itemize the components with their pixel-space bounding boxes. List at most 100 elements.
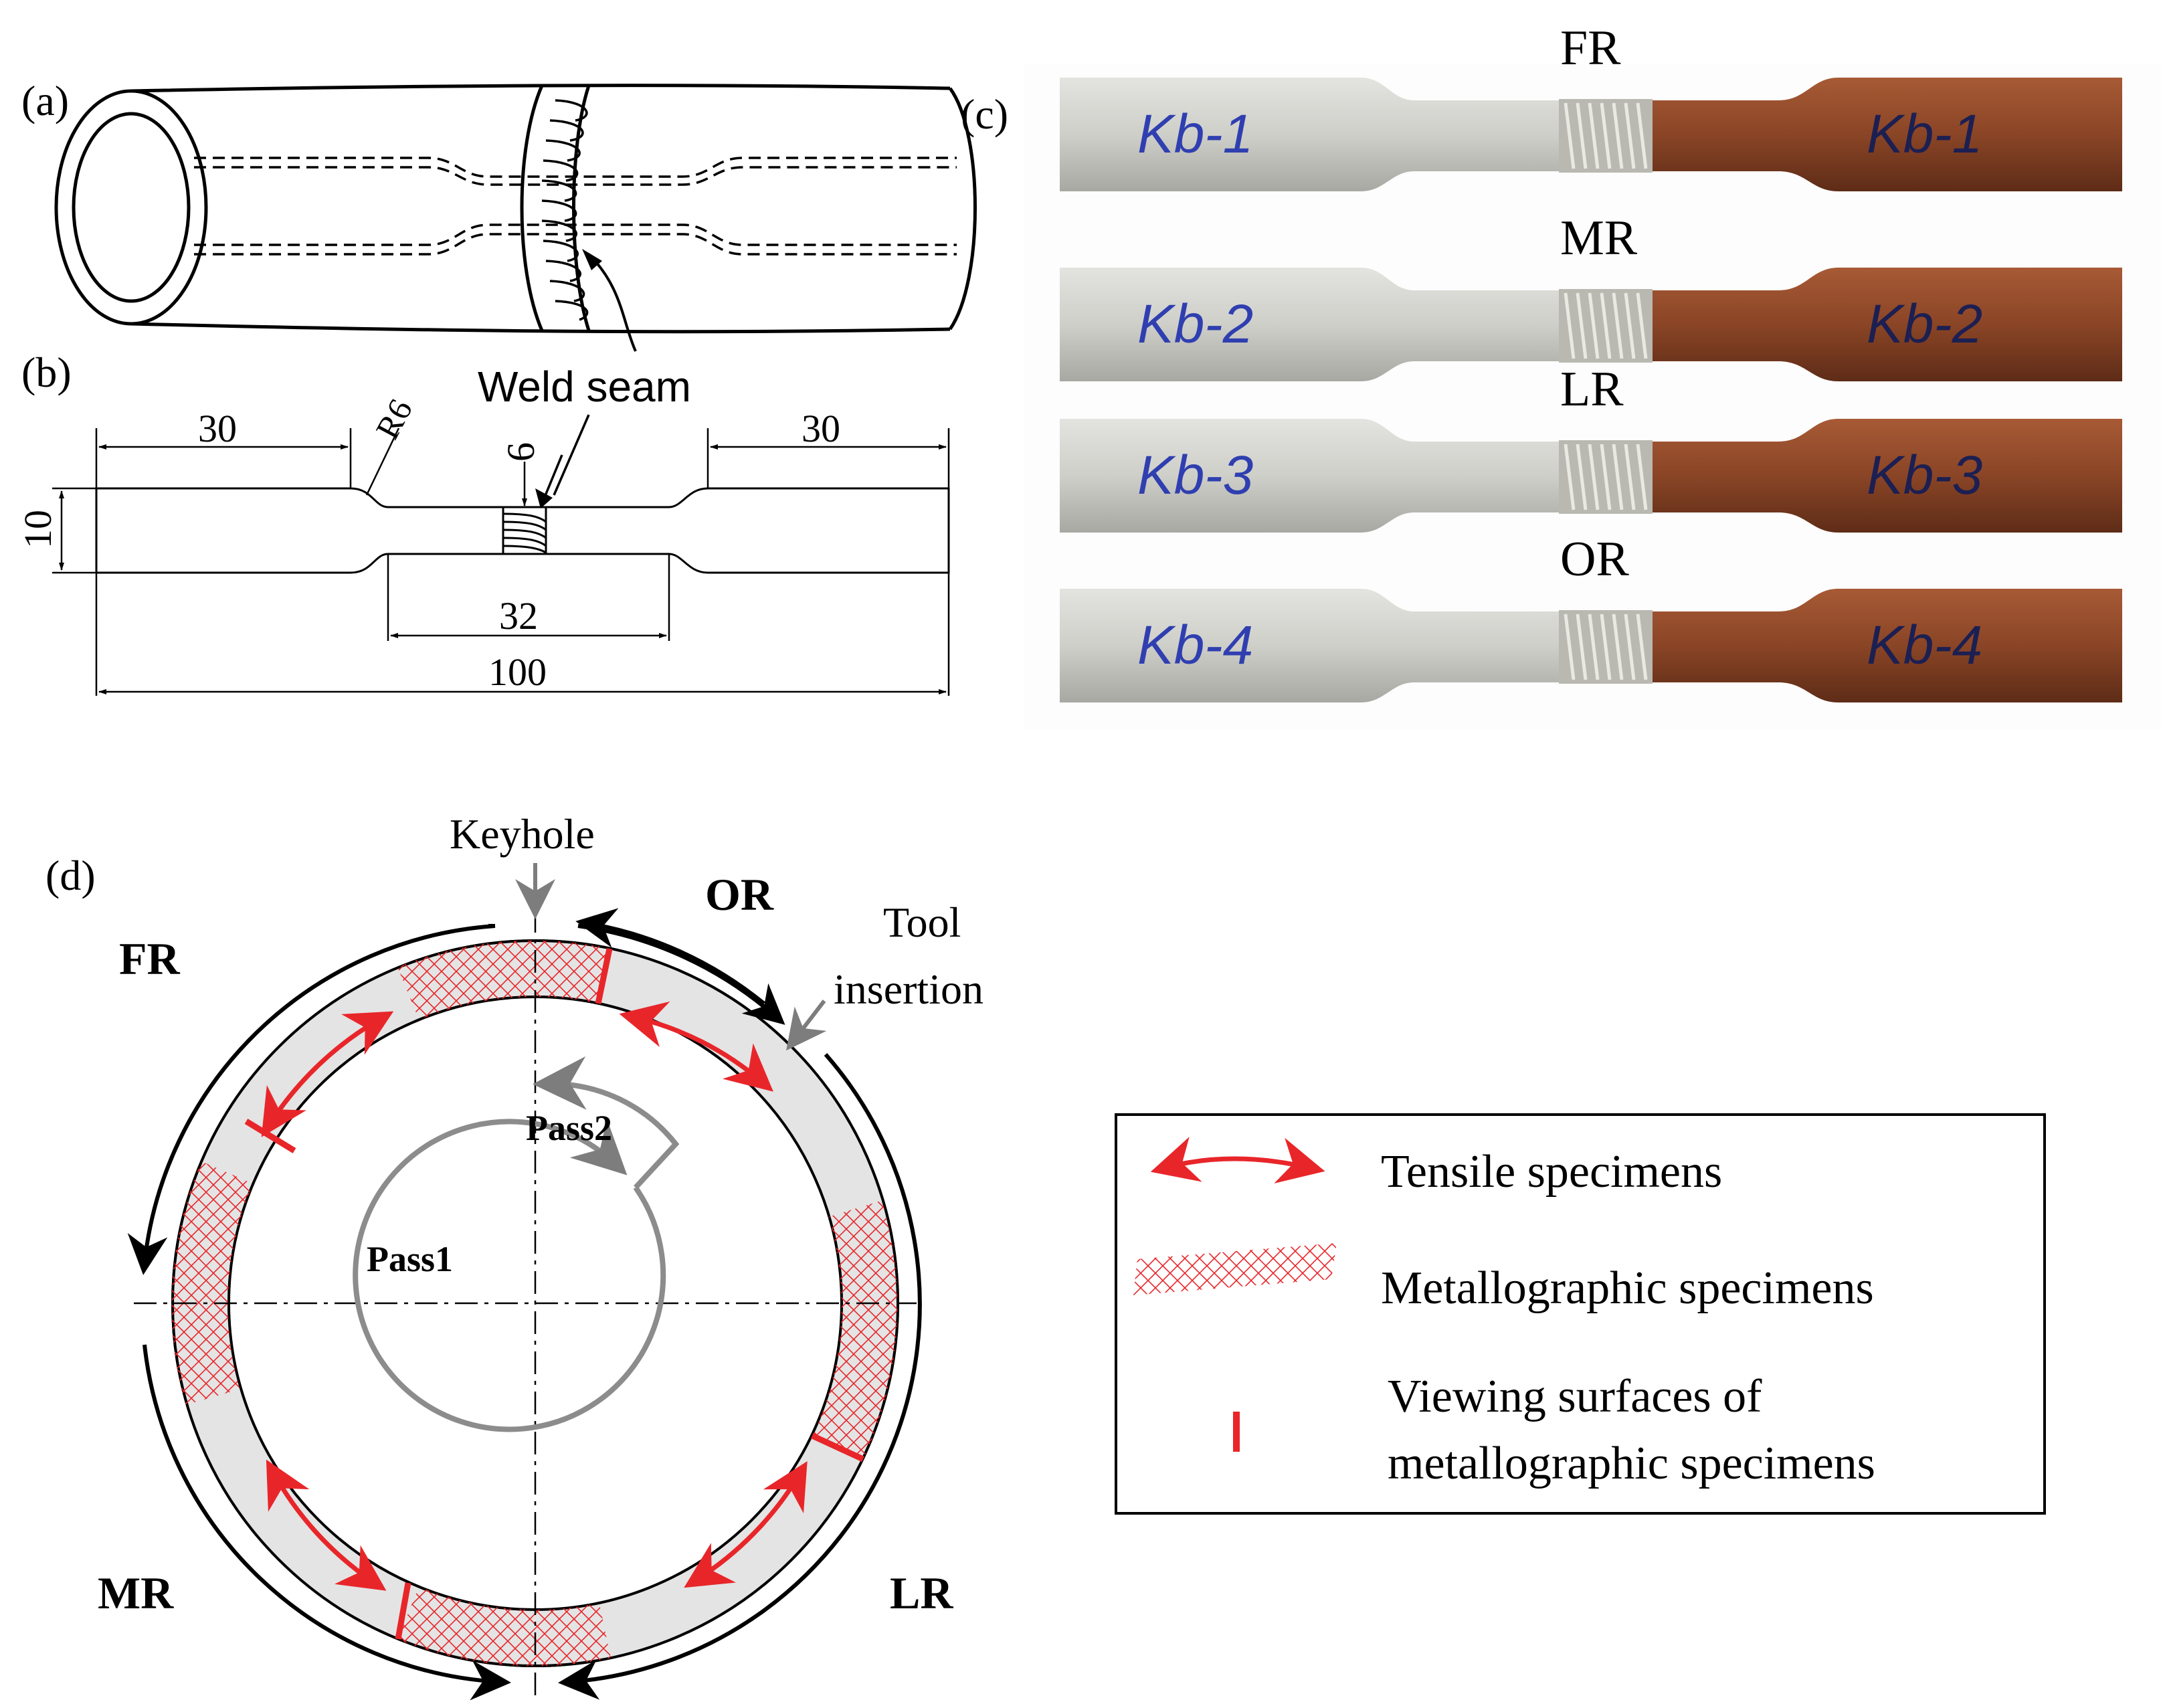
tube-bottom-edge (130, 322, 951, 334)
panel-b: (b) Weld seam (16, 349, 950, 696)
dim-total-100: 100 (488, 650, 547, 694)
or-arrow-left (575, 908, 765, 1006)
panel-d-text: Keyhole Tool insertion Pass2 Pass1 FR OR… (98, 810, 983, 1618)
weld-seam-band (520, 85, 591, 331)
panel-a: (a) (21, 77, 977, 352)
aluminum-half (1060, 78, 1559, 191)
viewing-mark-right (811, 1432, 864, 1462)
region-label-mr: MR (98, 1568, 174, 1618)
weld-ripple (1636, 613, 1648, 680)
specimen-region-label: OR (1560, 532, 1629, 587)
pass2-path (533, 1056, 680, 1190)
gray-pointers (515, 863, 827, 1051)
weld-passes (353, 1056, 680, 1432)
aluminum-half (1060, 589, 1559, 702)
hatch-region-right (812, 1200, 898, 1460)
tube-end-inner (72, 112, 191, 303)
weld-seam-pointer (553, 414, 590, 496)
tool-label-line1: Tool (883, 898, 961, 946)
tube-end-outer (54, 89, 208, 326)
weld-ripple (1636, 444, 1648, 510)
specimen-region-label: LR (1560, 362, 1624, 417)
panel-a-label: (a) (21, 77, 69, 124)
weld-ripple (1636, 292, 1648, 359)
legend-tensile-icon (1150, 1137, 1325, 1183)
legend-viewing-label-line2: metallographic specimens (1388, 1438, 1875, 1489)
dim-seam-6: 6 (499, 442, 543, 462)
weld-ripple (1564, 613, 1576, 680)
tensile-arrow-bottom-right (684, 1460, 808, 1588)
specimen-row: LR Kb-3 Kb-3 (1060, 362, 2122, 533)
pass1-label: Pass1 (367, 1239, 453, 1279)
metallographic-regions (171, 940, 898, 1667)
weld-ripple (1576, 444, 1588, 510)
weld-ripple (1576, 613, 1588, 680)
fr-arrow (127, 924, 496, 1275)
weld-ripple (1564, 444, 1576, 510)
panel-c-label: (c) (961, 90, 1008, 138)
tool-label-line2: insertion (834, 965, 983, 1013)
weld-ripple (1576, 102, 1588, 169)
handwritten-mark-cu: Kb-3 (1867, 445, 1982, 506)
aluminum-half (1060, 419, 1559, 533)
handwritten-mark-al: Kb-4 (1137, 615, 1253, 676)
tensile-arrow-bottom-left (266, 1459, 387, 1591)
tube-top-edge (130, 84, 951, 93)
panel-d: (d) (45, 810, 983, 1701)
dim-radius-r6: R6 (368, 393, 419, 445)
pass1-path (353, 1119, 666, 1432)
tensile-arrows (261, 1001, 808, 1591)
legend-metallographic-label: Metallographic specimens (1381, 1262, 1874, 1314)
dim-left-30: 30 (198, 407, 237, 450)
region-arrows (127, 908, 922, 1701)
copper-half (1653, 589, 2122, 702)
handwritten-mark-al: Kb-2 (1137, 294, 1253, 355)
tensile-arrow-top-left (261, 1011, 394, 1137)
tensile-arrow-top-right (619, 1001, 773, 1092)
hatch-region-bottom (397, 1586, 611, 1667)
weld-ripple (1624, 102, 1636, 169)
region-label-or: OR (705, 869, 774, 920)
weld-ripple (1612, 444, 1624, 510)
weld-ripple (1636, 102, 1648, 169)
dim-height-10: 10 (16, 510, 60, 549)
weld-seam-leader-line (587, 253, 637, 352)
handwritten-mark-cu: Kb-4 (1867, 615, 1982, 676)
legend-viewing-label-line1: Viewing surfaces of (1388, 1371, 1762, 1422)
dimension-lines (52, 428, 950, 696)
aluminum-half (1060, 268, 1559, 381)
weld-ripple (1600, 292, 1612, 359)
handwritten-mark-cu: Kb-2 (1867, 294, 1982, 355)
copper-half (1653, 78, 2122, 191)
specimen-region-label: MR (1560, 211, 1638, 266)
hatch-region-left (171, 1161, 254, 1405)
weld-ripple (1576, 292, 1588, 359)
hatch-region-top (397, 940, 610, 1020)
lr-arrow (558, 1053, 922, 1700)
legend-tensile-label: Tensile specimens (1381, 1146, 1722, 1198)
weld-ripple (1588, 102, 1600, 169)
weld-ripple (1588, 444, 1600, 510)
tube-drawing (54, 84, 977, 352)
weld-ripple (1600, 613, 1612, 680)
dim-right-30: 30 (802, 407, 840, 450)
region-label-fr: FR (119, 933, 181, 984)
weld-ripple (1588, 613, 1600, 680)
tool-insertion-arrow (786, 1000, 827, 1051)
weld-ripple (1612, 613, 1624, 680)
tube-right-end (948, 87, 977, 330)
dim-gauge-32: 32 (499, 594, 538, 638)
panel-d-label: (d) (45, 852, 96, 899)
specimen-region-label: FR (1560, 21, 1621, 76)
weld-ripple (1564, 102, 1576, 169)
weld-ripple (1624, 292, 1636, 359)
weld-ripple (1600, 102, 1612, 169)
weld-ripple (1600, 444, 1612, 510)
mr-arrow (143, 1344, 511, 1701)
handwritten-mark-al: Kb-3 (1137, 445, 1253, 506)
weld-ripple (1564, 292, 1576, 359)
